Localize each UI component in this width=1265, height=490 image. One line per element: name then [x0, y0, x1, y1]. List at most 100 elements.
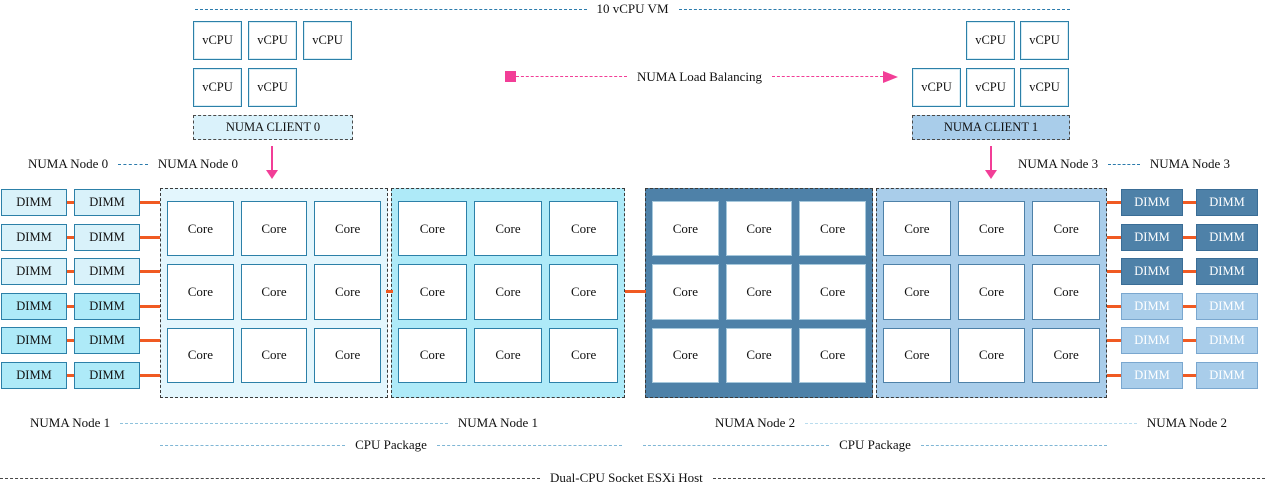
numa-node-3-label: NUMA Node 3 — [1149, 156, 1230, 171]
vcpu-box: vCPU — [248, 68, 297, 107]
core-box: Core — [957, 327, 1026, 383]
memory-channel-connector — [140, 339, 160, 343]
arrow-head-icon — [266, 170, 278, 179]
numa-load-balancing-arrow: NUMA Load Balancing — [505, 68, 899, 84]
dimm-box: DIMM — [74, 327, 140, 355]
core-box: Core — [398, 327, 467, 383]
arrow-dashed-line — [771, 76, 884, 77]
memory-channel-connector — [1107, 304, 1121, 308]
core-box: Core — [314, 327, 381, 383]
core-box: Core — [1032, 327, 1100, 383]
core-box: Core — [549, 327, 618, 383]
callout-line — [1108, 163, 1140, 165]
cpu-package-1-callout: CPU Package — [643, 437, 1108, 453]
load-balancing-label: NUMA Load Balancing — [637, 68, 762, 84]
numa-node-1-label: NUMA Node 1 — [457, 415, 538, 430]
dimm-box: DIMM — [1121, 223, 1183, 251]
memory-channel-connector — [1183, 304, 1196, 308]
vcpu-box: vCPU — [193, 21, 242, 60]
memory-channel-connector — [1183, 339, 1196, 343]
dimm-box: DIMM — [74, 223, 140, 251]
interconnect-node0-node1 — [386, 290, 393, 293]
core-box: Core — [799, 327, 866, 383]
memory-channel-connector — [140, 201, 160, 204]
dimm-box: DIMM — [1121, 292, 1183, 320]
numa-node-1-label: NUMA Node 1 — [30, 415, 111, 430]
core-box: Core — [725, 264, 793, 320]
memory-channel-connector — [1107, 339, 1121, 343]
memory-channel-connector — [140, 270, 160, 274]
core-box: Core — [652, 264, 719, 320]
arrow-head-icon — [985, 170, 997, 179]
callout-line — [643, 444, 830, 446]
core-box: Core — [398, 201, 467, 257]
host-boundary-line — [712, 477, 1265, 479]
numa-client-0-box: NUMA CLIENT 0 — [193, 115, 353, 140]
core-box: Core — [725, 327, 793, 383]
memory-channel-connector — [1107, 235, 1121, 239]
host-label: Dual-CPU Socket ESXi Host — [550, 470, 703, 485]
dimm-box: DIMM — [1121, 361, 1183, 389]
memory-channel-connector — [67, 304, 74, 308]
numa-node-0-callout: NUMA Node 0 NUMA Node 0 — [28, 156, 238, 172]
core-box: Core — [883, 264, 951, 320]
interconnect-node1-node2 — [625, 290, 646, 293]
dimm-box: DIMM — [74, 361, 140, 389]
core-box: Core — [167, 201, 234, 257]
host-boundary-line — [0, 477, 540, 479]
numa-node-2-label: NUMA Node 2 — [1146, 415, 1227, 430]
cpu-package-label: CPU Package — [839, 437, 911, 452]
core-box: Core — [883, 201, 951, 257]
cpu-package-label: CPU Package — [355, 437, 427, 452]
dimm-box: DIMM — [1196, 223, 1258, 251]
core-box: Core — [473, 327, 543, 383]
numa-client-0-label: NUMA CLIENT 0 — [225, 120, 321, 134]
core-box: Core — [652, 327, 719, 383]
dimm-box: DIMM — [74, 189, 140, 216]
client1-placement-arrow — [984, 146, 998, 180]
core-box: Core — [883, 327, 951, 383]
dimm-row: DIMM DIMM — [1, 189, 160, 216]
core-box: Core — [314, 201, 381, 257]
core-box: Core — [473, 264, 543, 320]
dimm-box: DIMM — [1196, 292, 1258, 320]
dimm-box: DIMM — [1121, 258, 1183, 286]
dimm-box: DIMM — [1, 223, 67, 251]
dimm-box: DIMM — [1, 189, 67, 216]
core-box: Core — [725, 201, 793, 257]
callout-line — [920, 444, 1108, 446]
dimm-row: DIMM DIMM — [1107, 292, 1258, 320]
vcpu-box: vCPU — [193, 68, 242, 107]
numa-node-2-label: NUMA Node 2 — [715, 415, 796, 430]
numa-client-1-label: NUMA CLIENT 1 — [943, 120, 1039, 134]
dimm-box: DIMM — [1, 327, 67, 355]
host-boundary: Dual-CPU Socket ESXi Host — [0, 470, 1265, 486]
memory-channel-connector — [140, 373, 160, 377]
memory-channel-connector — [1107, 270, 1121, 274]
numa-node-3-callout: NUMA Node 3 NUMA Node 3 — [1018, 156, 1230, 172]
vcpu-box: vCPU — [966, 21, 1015, 60]
callout-line — [118, 163, 148, 165]
core-box: Core — [799, 264, 866, 320]
numa-node-0-label: NUMA Node 0 — [157, 156, 238, 171]
arrow-head-icon — [883, 70, 899, 83]
vm-boundary: 10 vCPU VM — [195, 1, 1071, 17]
memory-channel-connector — [1183, 201, 1196, 204]
callout-line — [805, 422, 1137, 424]
client0-placement-arrow — [265, 146, 279, 180]
dimm-box: DIMM — [1, 258, 67, 286]
dimm-row: DIMM DIMM — [1107, 223, 1258, 251]
arrow-dashed-line — [516, 76, 628, 77]
memory-channel-connector — [67, 373, 74, 377]
